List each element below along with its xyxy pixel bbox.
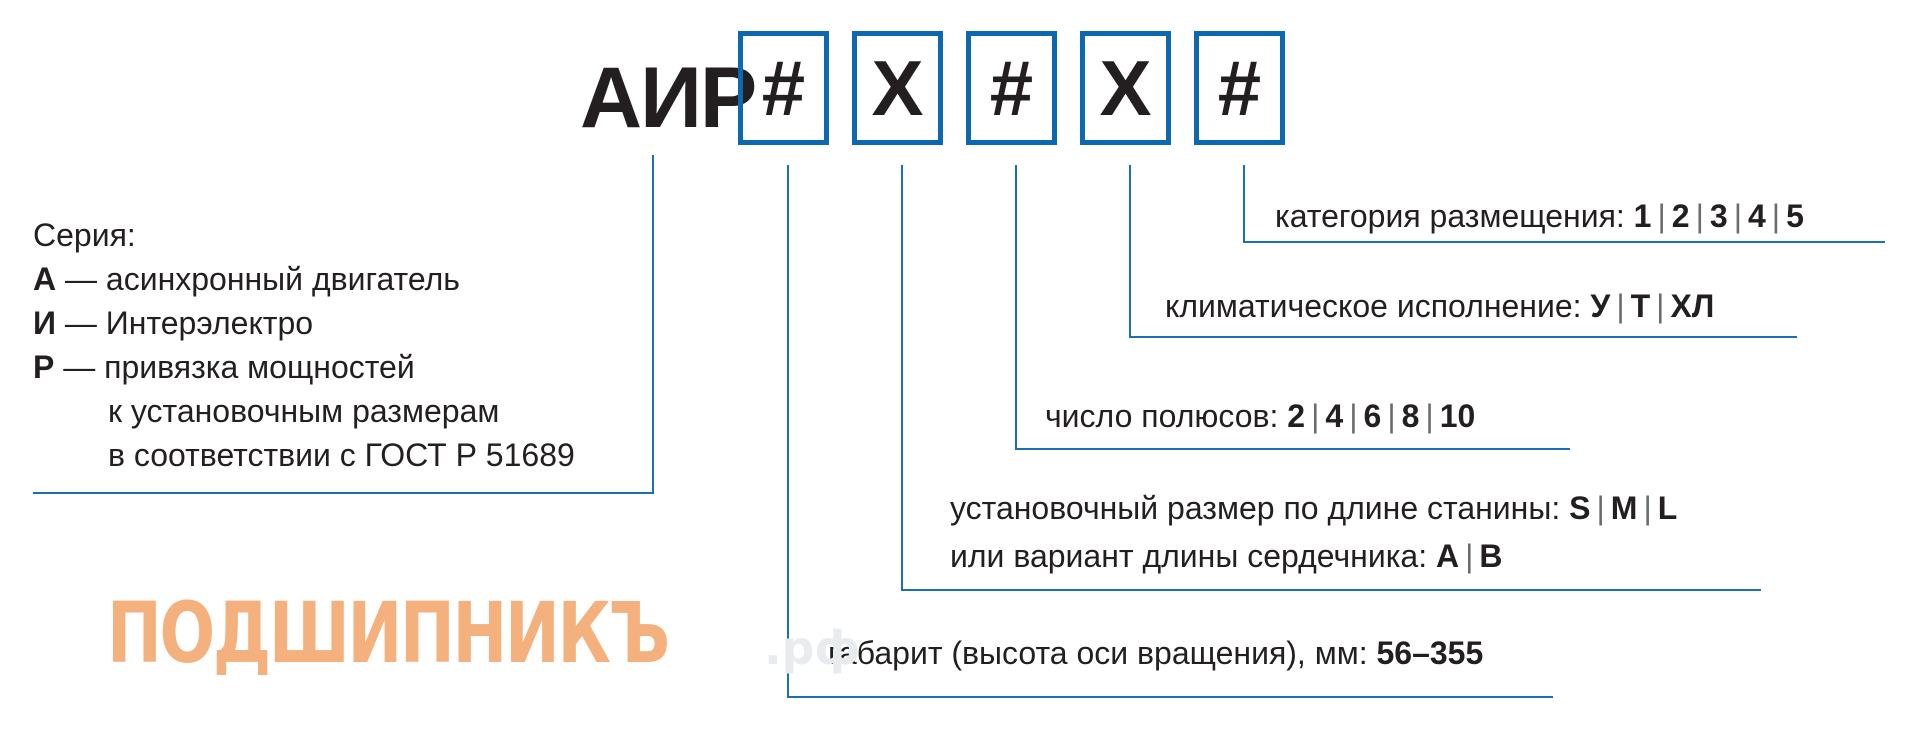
series-continuation: к установочным размерам xyxy=(108,393,500,429)
placement-value: 1 xyxy=(1633,198,1652,234)
climate-value: Т xyxy=(1630,288,1651,324)
series-legend: Серия: А — асинхронный двигатель И — Инт… xyxy=(33,213,575,477)
series-item-i: И — Интерэлектро xyxy=(33,301,575,345)
placement-value: 5 xyxy=(1786,198,1804,234)
frame-label: габарит (высота оси вращения), мм: xyxy=(828,635,1377,671)
poles-value: 2 xyxy=(1287,398,1306,434)
poles-description: число полюсов: 2|4|6|8|10 xyxy=(1045,398,1476,434)
series-text: асинхронный двигатель xyxy=(105,261,460,297)
mounting-connector-vertical xyxy=(901,165,903,591)
climate-description: климатическое исполнение: У|Т|ХЛ xyxy=(1165,288,1715,324)
poles-connector-vertical xyxy=(1015,165,1017,450)
watermark-logo: ПОДШИПНИКЪ .рф xyxy=(107,585,860,675)
poles-label: число полюсов: xyxy=(1045,398,1288,434)
series-code-prefix: АИР xyxy=(580,50,757,146)
series-text: Интерэлектро xyxy=(105,305,314,341)
series-item-r: Р — привязка мощностей xyxy=(33,345,575,389)
placement-label: категория размещения: xyxy=(1275,198,1634,234)
core-length-value: A xyxy=(1435,538,1460,574)
core-length-value: B xyxy=(1479,538,1503,574)
series-continuation: в соответствии с ГОСТ Р 51689 xyxy=(108,437,575,473)
code-box-frame-size: # xyxy=(738,31,829,145)
mounting-description-line1: установочный размер по длине станины: S|… xyxy=(950,490,1678,526)
logo-main-text: ПОДШИПНИКЪ xyxy=(107,584,670,682)
code-box-poles: # xyxy=(966,31,1057,145)
code-box-climate: X xyxy=(1080,31,1171,145)
mounting-label: установочный размер по длине станины: xyxy=(950,490,1570,526)
series-dash: — xyxy=(56,261,106,297)
mounting-description-line2: или вариант длины сердечника: A|B xyxy=(950,538,1503,574)
climate-connector-vertical xyxy=(1129,165,1131,338)
placement-connector-vertical xyxy=(1243,165,1245,243)
mounting-value: M xyxy=(1610,490,1638,526)
series-connector-vertical xyxy=(652,155,654,494)
placement-value: 4 xyxy=(1748,198,1766,234)
series-title: Серия: xyxy=(33,217,136,253)
mounting-connector-horizontal xyxy=(901,589,1761,591)
code-box-length: X xyxy=(852,31,943,145)
poles-value: 4 xyxy=(1325,398,1344,434)
poles-value: 10 xyxy=(1439,398,1476,434)
frame-connector-horizontal xyxy=(787,696,1553,698)
placement-description: категория размещения: 1|2|3|4|5 xyxy=(1275,198,1804,234)
climate-value: У xyxy=(1590,288,1611,324)
code-box-placement: # xyxy=(1194,31,1285,145)
series-dash: — xyxy=(54,349,105,385)
logo-suffix-text: .рф xyxy=(764,621,861,675)
placement-value: 2 xyxy=(1671,198,1690,234)
series-dash: — xyxy=(56,305,106,341)
climate-value: ХЛ xyxy=(1670,288,1715,324)
series-letter: А xyxy=(33,261,57,297)
mounting-value: S xyxy=(1569,490,1591,526)
frame-description: габарит (высота оси вращения), мм: 56–35… xyxy=(828,637,1483,669)
poles-connector-horizontal xyxy=(1015,448,1570,450)
mounting-value: L xyxy=(1657,490,1678,526)
series-connector-horizontal xyxy=(33,492,654,494)
series-letter: Р xyxy=(33,349,55,385)
climate-connector-horizontal xyxy=(1129,336,1797,338)
series-text: привязка мощностей xyxy=(104,349,415,385)
frame-connector-vertical xyxy=(787,165,789,698)
placement-value: 3 xyxy=(1709,198,1728,234)
core-length-label: или вариант длины сердечника: xyxy=(950,538,1436,574)
series-letter: И xyxy=(33,305,56,341)
frame-value: 56–355 xyxy=(1376,635,1484,671)
poles-value: 6 xyxy=(1363,398,1382,434)
climate-label: климатическое исполнение: xyxy=(1165,288,1591,324)
series-item-a: А — асинхронный двигатель xyxy=(33,257,575,301)
poles-value: 8 xyxy=(1401,398,1420,434)
placement-connector-horizontal xyxy=(1243,241,1885,243)
